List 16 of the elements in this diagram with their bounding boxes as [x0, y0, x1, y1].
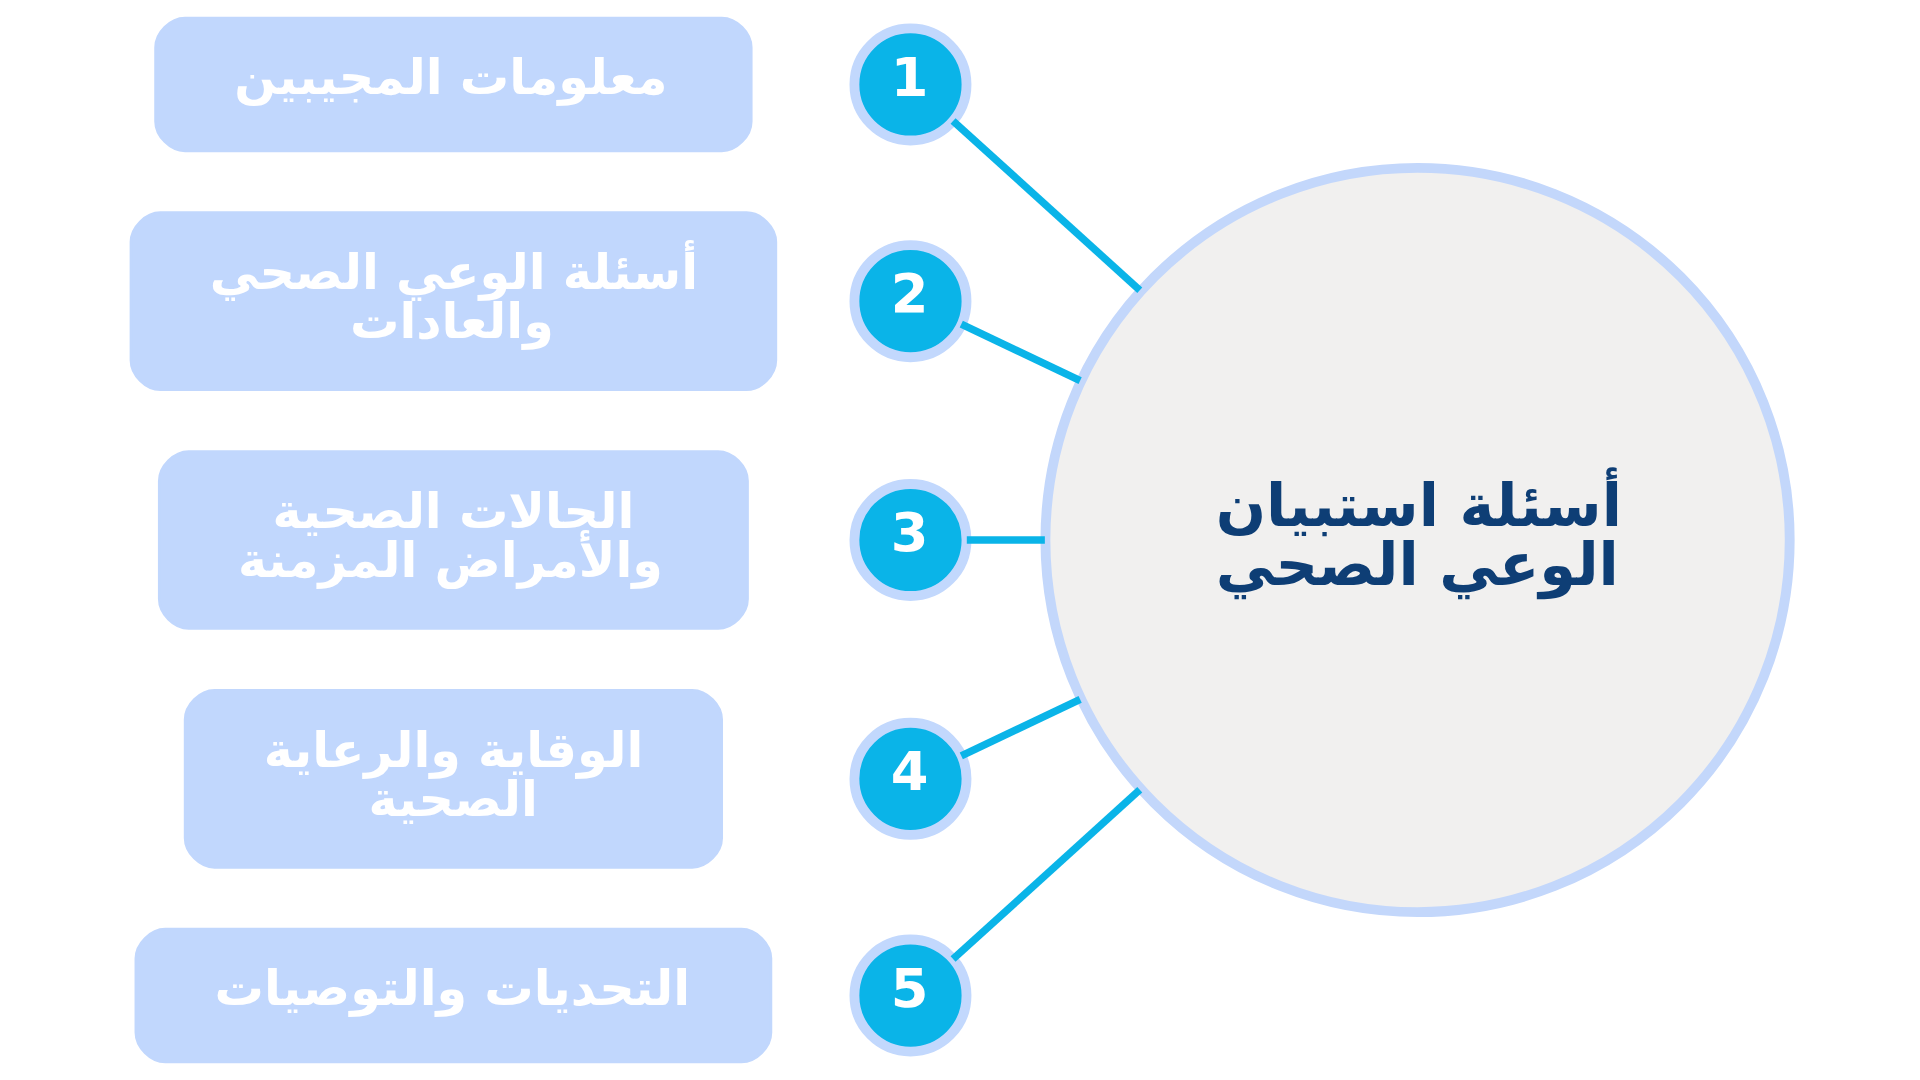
- node-circle: 5: [849, 934, 971, 1057]
- node-box: معلومات المجيبين: [153, 16, 753, 153]
- connector: [959, 320, 1082, 385]
- node-circle: 4: [849, 717, 971, 840]
- connector: [959, 695, 1082, 760]
- node-box: التحديات والتوصيات: [134, 927, 772, 1064]
- node-circle: 2: [849, 240, 971, 363]
- connector: [950, 118, 1142, 293]
- node-box: الحالات الصحية والأمراض المزمنة: [157, 450, 749, 630]
- node-circle: 1: [849, 23, 971, 146]
- node-circle: 3: [849, 479, 971, 601]
- node-box: الوقاية والرعاية الصحية: [183, 688, 723, 869]
- node-circle: أسئلة استبيان الوعي الصحي: [1040, 162, 1795, 918]
- node-box: أسئلة الوعي الصحي والعادات: [129, 211, 777, 392]
- connector: [966, 536, 1045, 544]
- connector: [950, 787, 1142, 962]
